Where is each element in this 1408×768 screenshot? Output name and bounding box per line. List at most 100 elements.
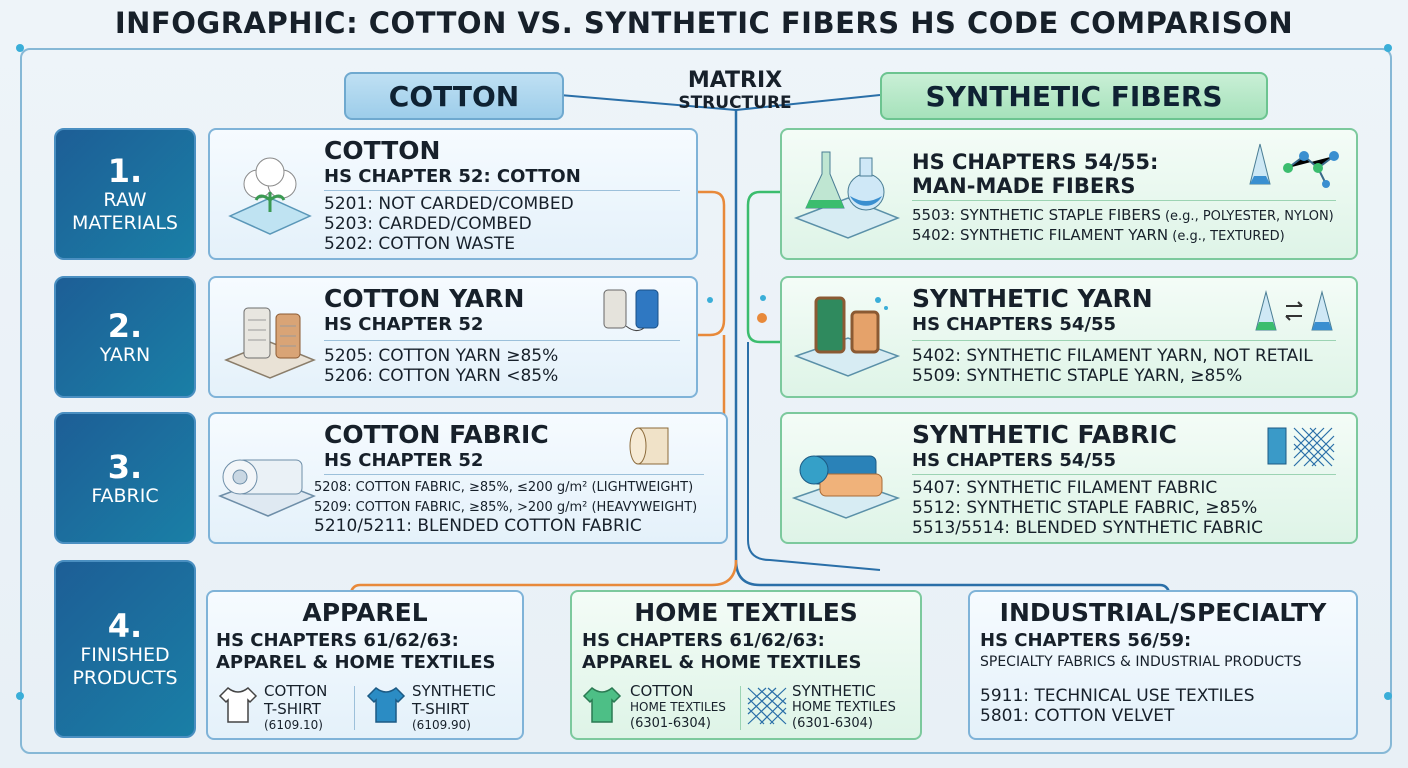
item-code: (6301-6304) [630,716,712,731]
synthetic-column-header: SYNTHETIC FIBERS [880,72,1268,120]
divider [324,340,680,341]
card-chapter: APPAREL & HOME TEXTILES [216,652,496,673]
card-chapter: HS CHAPTERS 61/62/63: [582,630,825,651]
hs-code-line: 5911: TECHNICAL USE TEXTILES [980,686,1255,706]
card-chapter: HS CHAPTER 52: COTTON [324,166,581,187]
divider [912,200,1336,201]
hs-code-line: 5205: COTTON YARN ≥85% [324,346,559,366]
frame-dot [1384,44,1392,52]
item-label: HOME TEXTILES [792,700,896,715]
synthetic-yarn-card: SYNTHETIC YARN HS CHAPTERS 54/55 5402: S… [780,276,1358,398]
code-main: 5402: SYNTHETIC FILAMENT YARN [912,226,1169,244]
hs-code-line: 5201: NOT CARDED/COMBED [324,194,574,214]
item-code: (6109.10) [264,718,323,732]
code-example: (e.g., TEXTURED) [1168,229,1285,244]
stage-finished-products: 4. FINISHED PRODUCTS [54,560,196,738]
card-chapter: HS CHAPTERS 61/62/63: [216,630,459,651]
frame-dot [1384,692,1392,700]
synthetic-fabric-rolls-icon [791,455,901,519]
card-chapter: HS CHAPTERS 56/59: [980,630,1192,651]
card-title: HOME TEXTILES [634,598,858,627]
synthetic-raw-card: HS CHAPTERS 54/55: MAN-MADE FIBERS 5503:… [780,128,1358,260]
card-title: SYNTHETIC YARN [912,284,1153,313]
card-chapter: HS CHAPTER 52 [324,450,484,471]
green-t-shirt-icon [582,686,622,723]
blue-t-shirt-icon [366,686,406,723]
card-chapter: APPAREL & HOME TEXTILES [582,652,862,673]
item-label: T-SHIRT [412,700,469,718]
item-label: SYNTHETIC [792,682,876,700]
stage-label: PRODUCTS [72,667,178,689]
frame-dot [16,692,24,700]
card-title: HS CHAPTERS 54/55: [912,150,1159,174]
item-code: (6109.90) [412,718,471,732]
hs-code-line: 5513/5514: BLENDED SYNTHETIC FABRIC [912,518,1263,538]
mesh-fabric-icon [1267,427,1335,467]
lab-flasks-icon [793,151,901,239]
matrix-line-2: STRUCTURE [678,93,792,113]
frame-dot [16,44,24,52]
stage-yarn: 2. YARN [54,276,196,398]
hs-code-line: 5801: COTTON VELVET [980,706,1175,726]
home-textiles-card: HOME TEXTILES HS CHAPTERS 61/62/63: APPA… [570,590,922,740]
item-label: T-SHIRT [264,700,321,718]
industrial-specialty-card: INDUSTRIAL/SPECIALTY HS CHAPTERS 56/59: … [968,590,1358,740]
stage-label: FABRIC [91,484,159,507]
stage-number: 3. [107,447,143,486]
white-t-shirt-icon [218,686,258,723]
flask-exchange-icon [1255,290,1333,331]
mesh-textile-icon [747,687,787,725]
divider [740,686,741,730]
divider [324,190,680,191]
yarn-spools-icon [224,307,316,379]
item-label: HOME TEXTILES [630,700,726,714]
code-example: (e.g., POLYESTER, NYLON) [1160,209,1334,224]
fabric-bolt-icon [629,427,669,465]
stage-number: 1. [107,152,143,190]
item-label: COTTON [630,682,694,700]
hs-code-line: 5203: CARDED/COMBED [324,214,532,234]
stage-number: 4. [107,607,143,645]
divider [912,474,1336,475]
fabric-roll-icon [217,459,316,517]
stage-label: RAW [103,189,147,211]
molecule-icon [1249,143,1339,188]
card-title: COTTON FABRIC [324,420,549,449]
cotton-raw-card: COTTON HS CHAPTER 52: COTTON 5201: NOT C… [208,128,698,260]
hs-code-line: 5407: SYNTHETIC FILAMENT FABRIC [912,478,1218,498]
card-chapter: HS CHAPTER 52 [324,314,484,335]
synthetic-fabric-card: SYNTHETIC FABRIC HS CHAPTERS 54/55 5407:… [780,412,1358,544]
card-chapter: MAN-MADE FIBERS [912,174,1136,198]
apparel-card: APPAREL HS CHAPTERS 61/62/63: APPAREL & … [206,590,524,740]
outer-frame [20,48,1392,754]
code-main: 5503: SYNTHETIC STAPLE FIBERS [912,206,1161,224]
page-title: INFOGRAPHIC: COTTON VS. SYNTHETIC FIBERS… [114,6,1294,40]
divider [912,340,1336,341]
stage-raw-materials: 1. RAW MATERIALS [54,128,196,260]
card-title: APPAREL [302,598,428,627]
card-title: INDUSTRIAL/SPECIALTY [999,598,1327,627]
spools-icon [603,289,659,332]
cotton-column-header: COTTON [344,72,564,120]
cotton-fabric-card: COTTON FABRIC HS CHAPTER 52 5208: COTTON… [208,412,728,544]
stage-label: YARN [99,343,151,366]
cotton-yarn-card: COTTON YARN HS CHAPTER 52 5205: COTTON Y… [208,276,698,398]
hs-code-line: 5402: SYNTHETIC FILAMENT YARN, NOT RETAI… [912,346,1313,366]
stage-label: MATERIALS [72,212,178,234]
stage-number: 2. [107,306,143,345]
hs-code-line: 5503: SYNTHETIC STAPLE FIBERS (e.g., POL… [912,206,1334,224]
cotton-boll-icon [228,157,312,235]
hs-code-line: 5208: COTTON FABRIC, ≥85%, ≤200 g/m² (LI… [314,480,694,495]
stage-fabric: 3. FABRIC [54,412,196,544]
hs-code-line: 5206: COTTON YARN <85% [324,366,559,386]
divider [324,474,704,475]
card-chapter: HS CHAPTERS 54/55 [912,314,1117,335]
card-title: COTTON YARN [324,284,525,313]
synthetic-spools-icon [793,296,901,377]
matrix-line-1: MATRIX [687,68,783,93]
item-label: SYNTHETIC [412,682,496,700]
hs-code-line: 5209: COTTON FABRIC, ≥85%, >200 g/m² (HE… [314,500,698,515]
card-chapter: HS CHAPTERS 54/55 [912,450,1117,471]
item-label: COTTON [264,682,328,700]
card-title: SYNTHETIC FABRIC [912,420,1178,449]
